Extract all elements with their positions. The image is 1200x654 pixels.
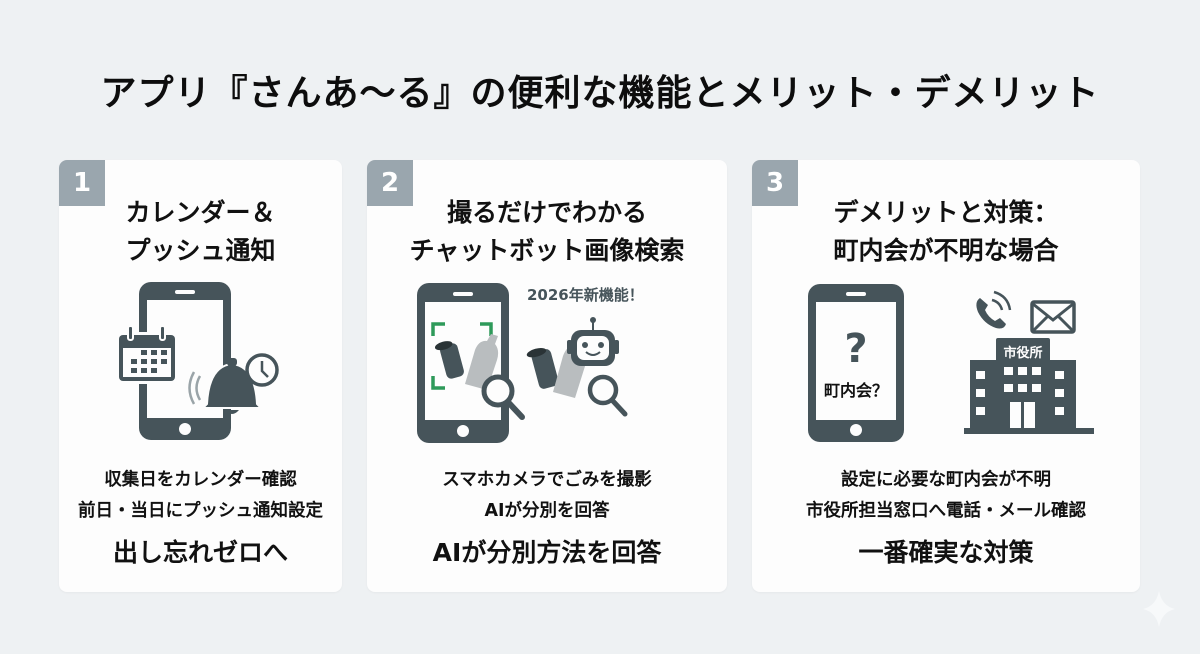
- desc-line: AIが分別を回答: [484, 501, 610, 521]
- demerit-card-neighborhood: 3 デメリットと対策： 町内会が不明な場合 ? 町内会？: [752, 160, 1140, 592]
- phone-call-icon: [976, 290, 1012, 329]
- card-number-badge: 2: [367, 160, 413, 206]
- robot-icon: [567, 317, 619, 366]
- card-title: デメリットと対策： 町内会が不明な場合: [752, 194, 1140, 270]
- phone-label: 町内会？: [824, 381, 888, 400]
- magnifier-icon: [481, 374, 525, 420]
- magnifier-icon: [587, 374, 628, 417]
- card-title-line: デメリットと対策：: [833, 198, 1059, 227]
- can-icon: [526, 347, 559, 389]
- card-number-badge: 1: [59, 160, 105, 206]
- card-title-line: カレンダー＆: [125, 198, 276, 227]
- card-description: スマホカメラでごみを撮影 AIが分別を回答 AIが分別方法を回答: [367, 465, 727, 575]
- mail-icon: [1030, 300, 1076, 334]
- desc-line: 収集日をカレンダー確認: [104, 470, 297, 490]
- card-title-line: チャットボット画像検索: [409, 236, 685, 265]
- card-number-badge: 3: [752, 160, 798, 206]
- feature-card-calendar: 1 カレンダー＆ プッシュ通知: [59, 160, 342, 592]
- card-title-line: 町内会が不明な場合: [833, 236, 1059, 265]
- card-emphasis: AIが分別方法を回答: [432, 538, 662, 567]
- feature-card-chatbot: 2 撮るだけでわかる チャットボット画像検索 2026年新機能！: [367, 160, 727, 592]
- card-title: カレンダー＆ プッシュ通知: [59, 194, 342, 270]
- card-description: 設定に必要な町内会が不明 市役所担当窓口へ電話・メール確認 一番確実な対策: [752, 465, 1140, 575]
- card-emphasis: 一番確実な対策: [858, 538, 1034, 567]
- card-title-line: プッシュ通知: [125, 236, 276, 265]
- smartphone-icon: ? 町内会？: [808, 284, 904, 442]
- building-label: 市役所: [1003, 345, 1042, 361]
- desc-line: 市役所担当窓口へ電話・メール確認: [806, 501, 1086, 521]
- clock-icon: [245, 353, 279, 387]
- city-hall-icon: 市役所: [964, 338, 1094, 434]
- card-title-line: 撮るだけでわかる: [446, 198, 647, 227]
- bottle-icon: [465, 334, 499, 390]
- contact-city-hall-illustration: ? 町内会？ 市役所: [752, 278, 1140, 448]
- card-title: 撮るだけでわかる チャットボット画像検索: [367, 194, 727, 270]
- card-emphasis: 出し忘れゼロへ: [112, 538, 288, 567]
- desc-line: 設定に必要な町内会が不明: [841, 470, 1051, 490]
- card-description: 収集日をカレンダー確認 前日・当日にプッシュ通知設定 出し忘れゼロへ: [59, 465, 342, 575]
- new-feature-label: 2026年新機能！: [527, 286, 644, 304]
- question-mark-icon: ?: [844, 326, 867, 372]
- sparkle-icon: [1143, 591, 1175, 627]
- chatbot-search-illustration: 2026年新機能！: [367, 278, 727, 448]
- desc-line: スマホカメラでごみを撮影: [442, 470, 652, 490]
- calendar-icon: [116, 325, 178, 384]
- calendar-push-illustration: [59, 278, 342, 448]
- can-icon: [434, 341, 464, 379]
- page-title: アプリ『さんあ〜る』の便利な機能とメリット・デメリット: [100, 73, 1100, 114]
- desc-line: 前日・当日にプッシュ通知設定: [78, 501, 323, 521]
